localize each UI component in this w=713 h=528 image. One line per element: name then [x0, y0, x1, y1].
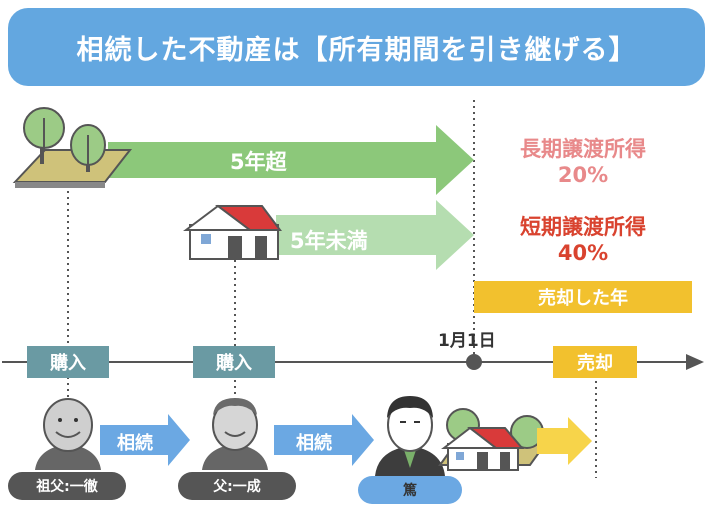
- long-term-arrow: [108, 125, 474, 195]
- sale-arrow: [537, 417, 592, 465]
- short-term-rate: 40%: [557, 241, 609, 265]
- page-title: 相続した不動産は【所有期間を引き継げる】: [8, 8, 705, 86]
- inherited-property-icon: [438, 408, 550, 471]
- jan1-label: 1月1日: [438, 331, 496, 351]
- timeline-arrowhead: [686, 354, 704, 370]
- purchase-tag-2: 購入: [193, 346, 275, 378]
- grandfather-name: 祖父:一徹: [8, 472, 126, 500]
- long-term-title: 長期譲渡所得: [520, 137, 646, 161]
- land-with-trees-icon: [12, 107, 133, 188]
- father-name: 父:一成: [178, 472, 296, 500]
- father-icon: [202, 398, 268, 470]
- short-term-arrow: [276, 200, 474, 270]
- long-term-rate: 20%: [557, 163, 609, 187]
- son-icon: [375, 396, 445, 476]
- inherit-arrow-1: [100, 414, 190, 466]
- grandfather-icon: [35, 398, 101, 470]
- house-icon: [183, 204, 282, 260]
- short-term-label: 5年未満: [290, 229, 368, 253]
- sale-tag: 売却: [553, 346, 637, 378]
- sale-year-label: 売却した年: [538, 288, 628, 309]
- inherit-label-2: 相続: [296, 433, 332, 454]
- inherit-arrow-2: [274, 414, 374, 466]
- short-term-title: 短期譲渡所得: [520, 215, 646, 239]
- jan1-marker: [466, 354, 482, 370]
- purchase-tag-1: 購入: [27, 346, 109, 378]
- long-term-label: 5年超: [230, 150, 287, 174]
- sale-year-box: [474, 281, 692, 313]
- son-name: 篤: [358, 476, 462, 504]
- inherit-label-1: 相続: [117, 433, 153, 454]
